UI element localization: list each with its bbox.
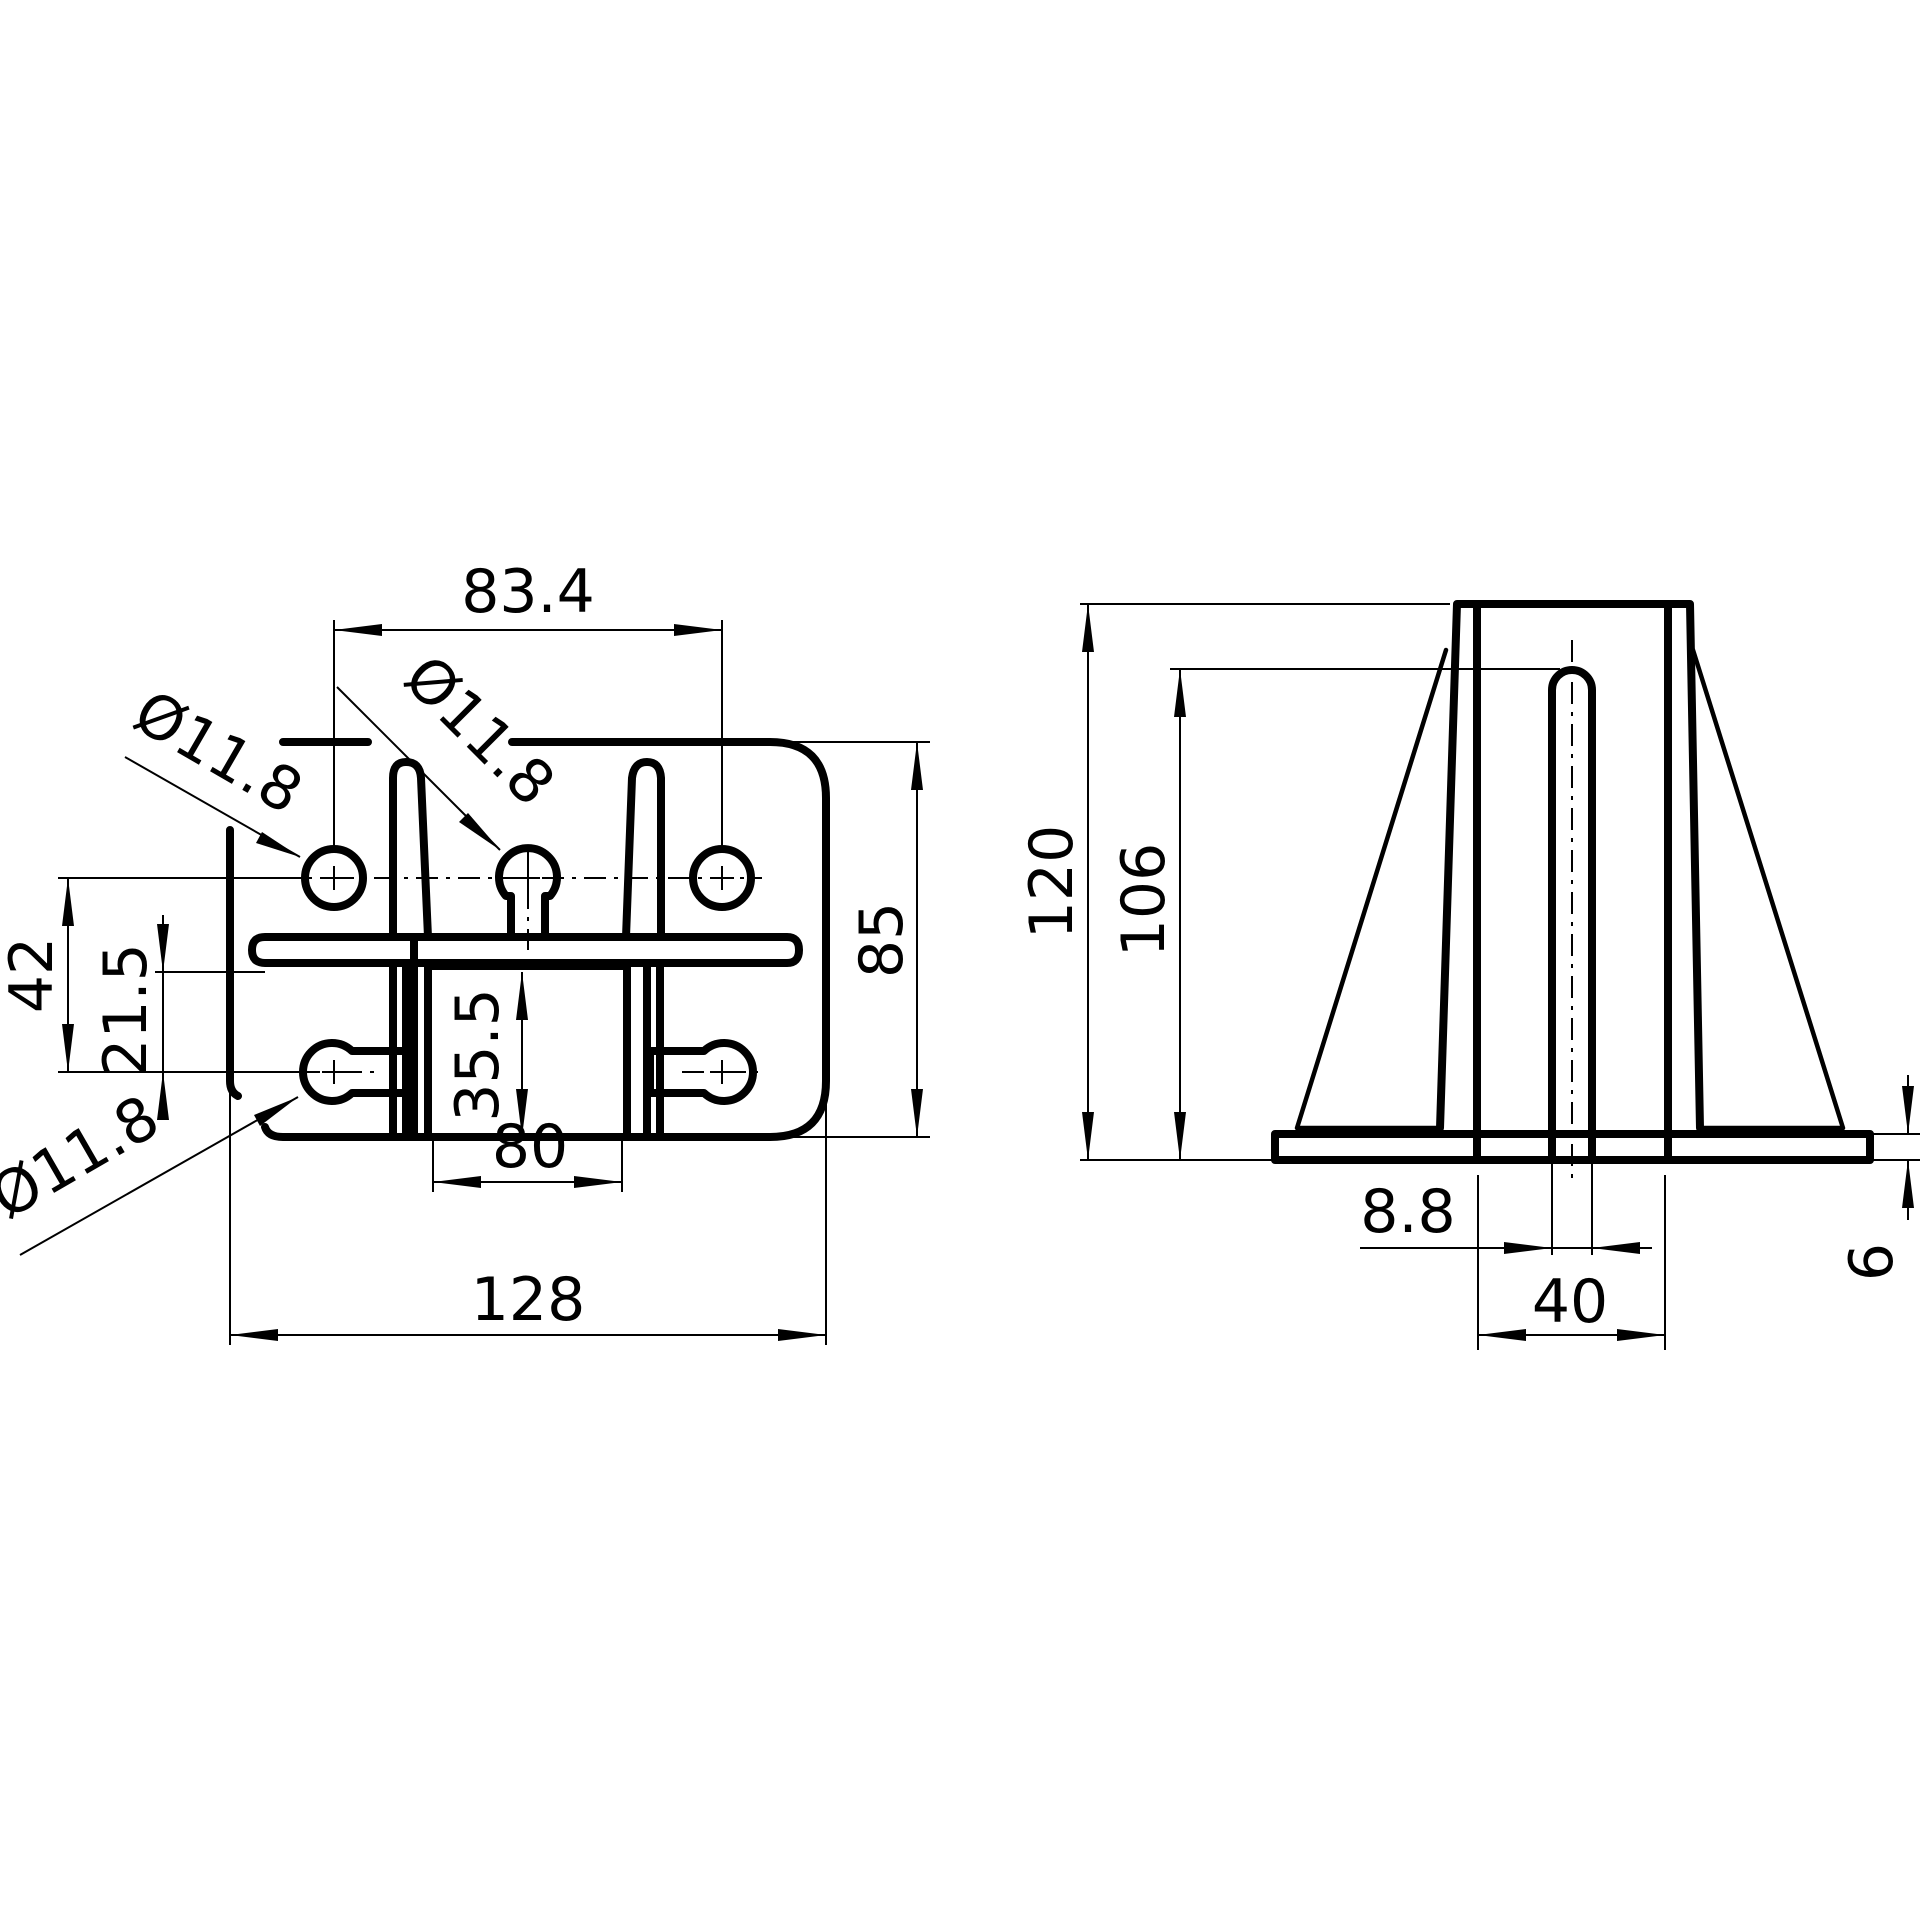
left-fin [389, 758, 432, 941]
dim-width-overall: 128 [471, 1265, 586, 1335]
hole-bottom-left [299, 1039, 410, 1105]
plan-view: 83.4 128 80 85 42 21.5 35.5 Ø11.8 Ø11.8 … [0, 557, 930, 1345]
dim-hole-rows: 42 [0, 937, 67, 1013]
side-view: 120 106 8.8 40 6 [1017, 600, 1920, 1350]
side-extension-lines [1080, 603, 1920, 1350]
right-fin [622, 758, 665, 941]
dim-slot-depth: 35.5 [443, 988, 513, 1122]
cross-slot [248, 933, 803, 967]
dim-slot-height: 106 [1109, 843, 1179, 958]
right-gusset [1690, 647, 1846, 1131]
side-arrowheads [1082, 604, 1914, 1341]
hole-bottom-right [646, 1039, 757, 1105]
dim-hole-spacing: 83.4 [461, 557, 595, 627]
dia-label-top-left: Ø11.8 [122, 677, 314, 828]
plan-dimension-lines [67, 629, 918, 1336]
side-dimension-lines [1087, 604, 1909, 1336]
dim-total-height: 120 [1017, 825, 1087, 940]
plan-arrowheads [62, 624, 923, 1341]
plan-extension-lines [58, 620, 930, 1345]
dim-half-rows: 21.5 [91, 943, 161, 1077]
dim-post-width: 40 [1532, 1267, 1608, 1337]
dim-base-thickness: 6 [1837, 1243, 1907, 1281]
dim-slot-width: 8.8 [1360, 1177, 1455, 1247]
center-channel [410, 933, 654, 1141]
post-outline [1436, 600, 1704, 1164]
dim-inner-width: 80 [492, 1112, 568, 1182]
dim-height-overall: 85 [847, 902, 917, 978]
hole-top-center [495, 844, 561, 941]
dia-label-top-center: Ø11.8 [390, 642, 567, 819]
dia-label-bottom-left: Ø11.8 [0, 1082, 171, 1233]
left-gusset [1294, 647, 1449, 1131]
